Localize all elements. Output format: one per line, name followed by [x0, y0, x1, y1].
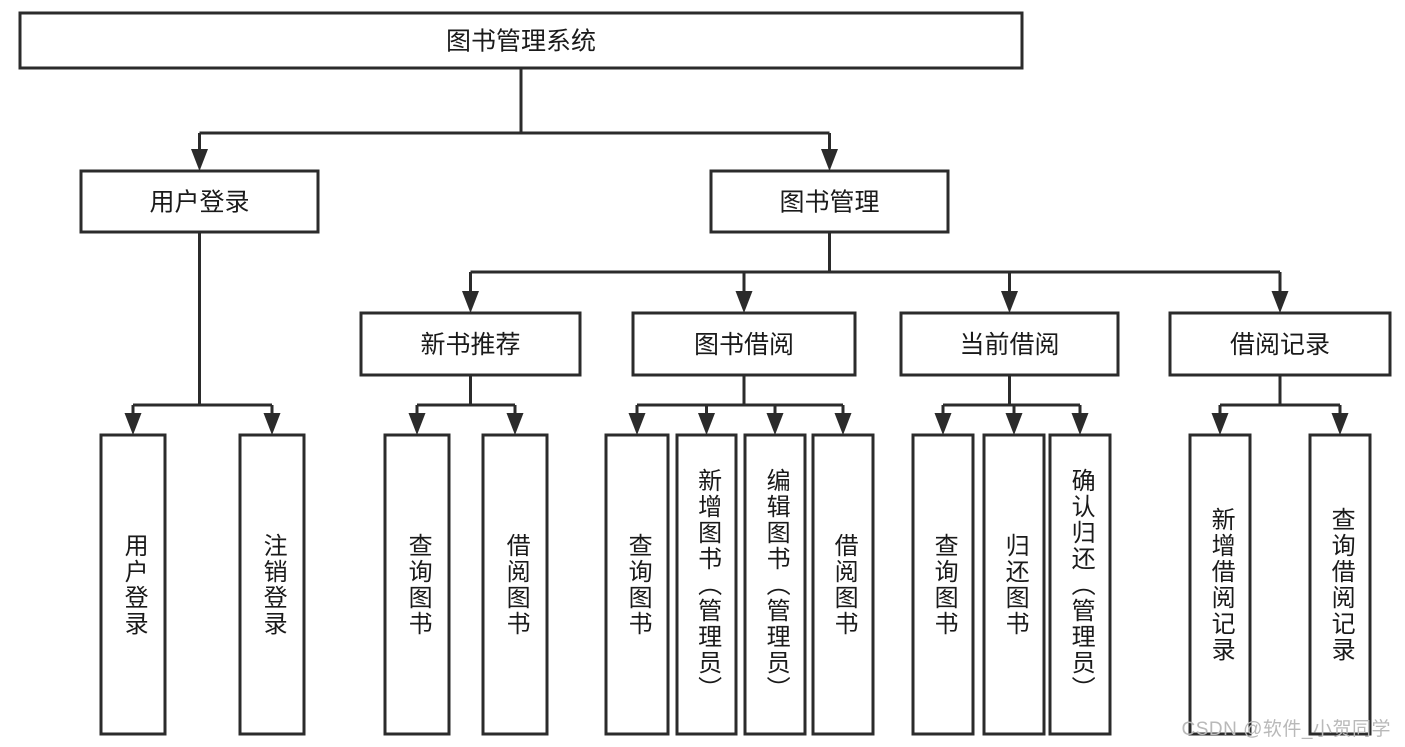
level3-node-box[interactable]: [899, 311, 1120, 377]
leaf-node-box[interactable]: [604, 433, 670, 736]
arrow-head-icon: [124, 413, 142, 435]
level3-node-label: 图书借阅: [694, 331, 794, 359]
arrow-head-icon: [766, 413, 784, 435]
leaf-node-box[interactable]: [1048, 433, 1112, 736]
level2-node-label: 用户登录: [149, 189, 249, 217]
connectors-layer: [124, 68, 1349, 435]
leaf-node-box[interactable]: [811, 433, 875, 736]
arrow-head-icon: [408, 413, 426, 435]
arrow-head-icon: [821, 149, 838, 171]
root-node-label: 图书管理系统: [446, 28, 596, 56]
leaf-node-box[interactable]: [383, 433, 451, 736]
leaf-node-box[interactable]: [911, 433, 975, 736]
arrow-head-icon: [934, 413, 952, 435]
level3-node-label: 当前借阅: [959, 331, 1059, 359]
arrow-head-icon: [506, 413, 524, 435]
leaf-node-box[interactable]: [982, 433, 1046, 736]
root-node-box[interactable]: [18, 11, 1024, 70]
level3-node-box[interactable]: [1168, 311, 1392, 377]
arrow-head-icon: [191, 149, 208, 171]
leaf-node-box[interactable]: [1188, 433, 1252, 736]
leaf-node-box[interactable]: [99, 433, 167, 736]
arrow-head-icon: [628, 413, 646, 435]
level3-node-box[interactable]: [631, 311, 857, 377]
leaf-node-box[interactable]: [1308, 433, 1372, 736]
arrow-head-icon: [735, 291, 753, 313]
leaf-node-box[interactable]: [481, 433, 549, 736]
arrow-head-icon: [1331, 413, 1349, 435]
arrow-head-icon: [462, 291, 479, 313]
leaf-node-box[interactable]: [675, 433, 738, 736]
leaf-node-box[interactable]: [238, 433, 306, 736]
level2-node-label: 图书管理: [779, 189, 879, 217]
arrow-head-icon: [1001, 291, 1018, 313]
level2-node-box[interactable]: [709, 169, 950, 234]
level3-node-label: 借阅记录: [1230, 331, 1330, 359]
arrow-head-icon: [263, 413, 281, 435]
leaf-node-box[interactable]: [743, 433, 807, 736]
arrow-head-icon: [1005, 413, 1023, 435]
arrow-head-icon: [1211, 413, 1229, 435]
arrow-head-icon: [1071, 413, 1089, 435]
node-boxes-layer: [18, 11, 1392, 736]
level3-node-box[interactable]: [359, 311, 582, 377]
level3-node-label: 新书推荐: [420, 331, 520, 359]
arrow-head-icon: [834, 413, 852, 435]
arrow-head-icon: [1271, 291, 1289, 313]
level2-node-box[interactable]: [79, 169, 320, 234]
arrow-head-icon: [698, 413, 715, 435]
